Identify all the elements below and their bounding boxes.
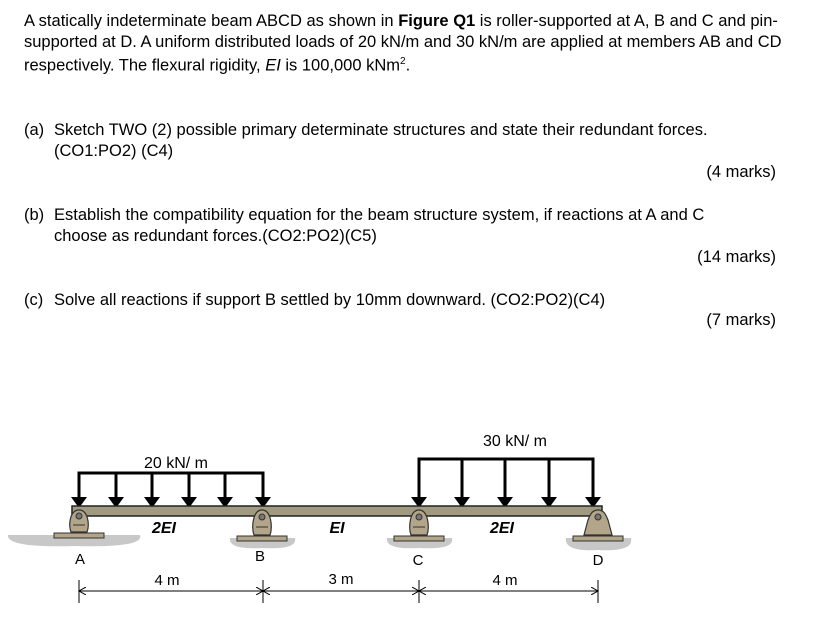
load-label-ab: 20 kN/ m [144,455,208,472]
beam [71,505,603,517]
superscript: 2 [400,56,406,67]
question-text: Solve all reactions if support B settled… [54,291,606,309]
support-label-a: A [75,551,85,568]
question-code: choose as redundant forces.(CO2:PO2)(C5) [54,226,377,245]
question-label: (a) [24,121,45,139]
question-b: (b) Establish the compatibility equation … [24,205,814,246]
ei-symbol: EI [265,56,281,75]
rigidity-ab: 2EI [151,520,177,537]
span-cd: 4 m [492,572,517,589]
roller-support-a [7,509,141,547]
marks-b: (14 marks) [697,248,776,266]
span-bc: 3 m [328,571,353,588]
marks-a: (4 marks) [706,163,776,181]
roller-support-c [386,509,453,549]
beam-figure: 20 kN/ m 30 kN/ m 2EI EI 2EI A B C D [7,433,632,603]
question-label: (c) [24,291,44,309]
figure-reference: Figure Q1 [398,12,476,30]
question-code: (CO1:PO2) (C4) [54,141,174,160]
dimension-lines [79,580,598,603]
load-label-cd: 30 kN/ m [483,433,547,450]
marks-c: (7 marks) [706,311,776,329]
intro-text-2: is roller-supported at A, B and C and pi… [24,12,782,75]
intro-text-4: . [405,56,411,75]
question-text: Establish the compatibility equation for… [54,206,705,224]
distributed-load-cd [411,457,601,508]
question-c: (c) Solve all reactions if support B sett… [24,290,814,311]
pin-support-d [565,509,632,551]
distributed-load-ab [71,471,271,508]
rigidity-bc: EI [329,520,345,537]
support-label-d: D [593,552,604,569]
question-label: (b) [24,206,45,224]
question-a: (a) Sketch TWO (2) possible primary deter… [24,120,814,161]
question-text: Sketch TWO (2) possible primary determin… [54,121,708,139]
problem-statement: A statically indeterminate beam ABCD as … [24,11,814,76]
support-label-b: B [255,548,265,565]
rigidity-cd: 2EI [489,520,515,537]
support-label-c: C [413,552,424,569]
span-ab: 4 m [154,572,179,589]
roller-support-b [229,509,296,549]
intro-text-3: is 100,000 kNm [280,56,401,75]
intro-text: A statically indeterminate beam ABCD as … [24,12,399,30]
